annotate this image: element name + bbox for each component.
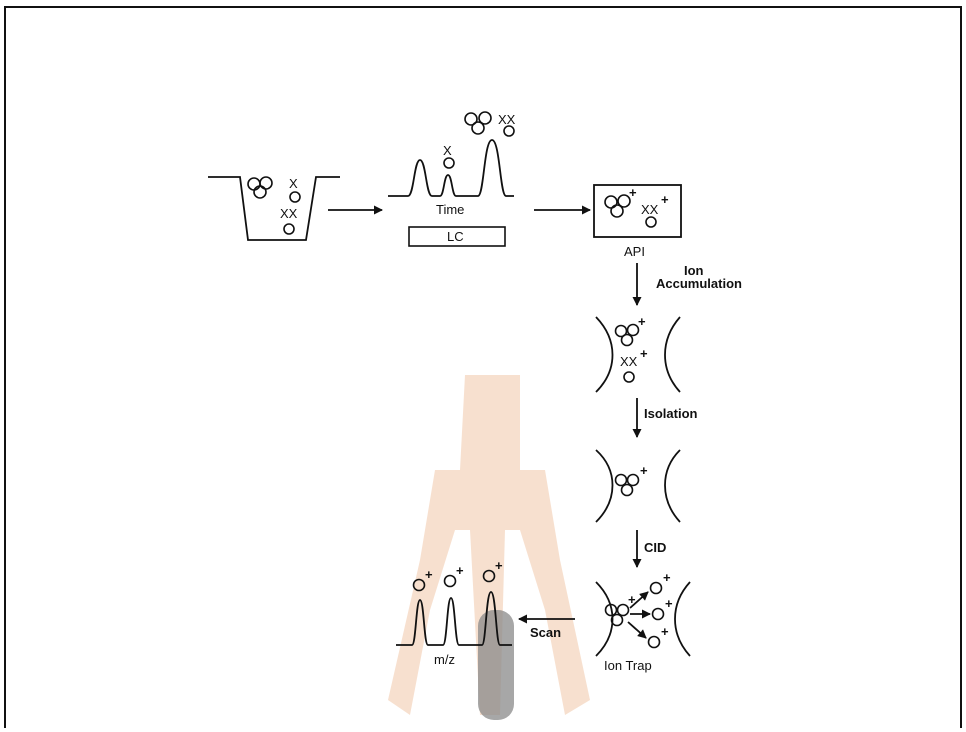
xx-glyph: XX (641, 202, 659, 217)
molecule-circle-icon (444, 158, 454, 168)
analyte-ion-cluster-icon (606, 605, 629, 626)
plus-charge: + (456, 563, 464, 578)
plus-charge: + (638, 314, 646, 329)
analyte-ion-cluster-icon (616, 475, 639, 496)
trap-electrode-right (665, 317, 680, 392)
ion-trap-accumulation: + XX + (596, 314, 680, 392)
xx-glyph: XX (620, 354, 638, 369)
cid-label: CID (644, 540, 666, 555)
plus-charge: + (495, 558, 503, 573)
isolation-label: Isolation (644, 406, 698, 421)
ion-trap-label: Ion Trap (604, 658, 652, 673)
plus-charge: + (425, 567, 433, 582)
trap-electrode-left (596, 450, 613, 522)
ion-accumulation-label-line2: Accumulation (656, 276, 742, 291)
ion-trap-isolation: + (596, 450, 680, 522)
trap-electrode-right (675, 582, 690, 656)
fragment-arrow (628, 622, 646, 638)
molecule-circle-icon (646, 217, 656, 227)
plus-charge: + (640, 463, 648, 478)
analyte-molecule-cluster-icon (248, 177, 272, 198)
x-glyph: X (443, 143, 452, 158)
x-glyph: X (289, 176, 298, 191)
plus-charge: + (640, 346, 648, 361)
plus-charge: + (629, 185, 637, 200)
trap-electrode-left (596, 317, 613, 392)
plus-charge: + (663, 570, 671, 585)
plus-charge: + (661, 192, 669, 207)
analyte-ion-cluster-icon (605, 195, 630, 217)
molecule-circle-icon (284, 224, 294, 234)
analyte-ion-cluster-icon (616, 325, 639, 346)
api-label: API (624, 244, 645, 259)
molecule-circle-icon (290, 192, 300, 202)
lc-chromatogram: X XX Time LC (388, 112, 516, 246)
sample-vial: X XX (208, 176, 340, 240)
plus-charge: + (665, 596, 673, 611)
fragment-ion-icon (651, 583, 662, 594)
api-source: + XX + API (594, 185, 681, 259)
lc-label: LC (447, 229, 464, 244)
xx-glyph: XX (498, 112, 516, 127)
mz-axis-label: m/z (434, 652, 455, 667)
scan-label: Scan (530, 625, 561, 640)
trap-electrode-right (665, 450, 680, 522)
trap-electrode-left (596, 582, 613, 656)
watermark (388, 375, 590, 720)
ion-trap-cid: + + + + Ion Trap (596, 570, 690, 673)
xx-glyph: XX (280, 206, 298, 221)
molecule-circle-icon (624, 372, 634, 382)
plus-charge: + (661, 624, 669, 639)
fragment-ion-icon (653, 609, 664, 620)
molecule-circle-icon (504, 126, 514, 136)
analyte-molecule-cluster-icon (465, 112, 491, 134)
fragment-ion-icon (649, 637, 660, 648)
time-axis-label: Time (436, 202, 464, 217)
fragment-ion-icon (445, 576, 456, 587)
